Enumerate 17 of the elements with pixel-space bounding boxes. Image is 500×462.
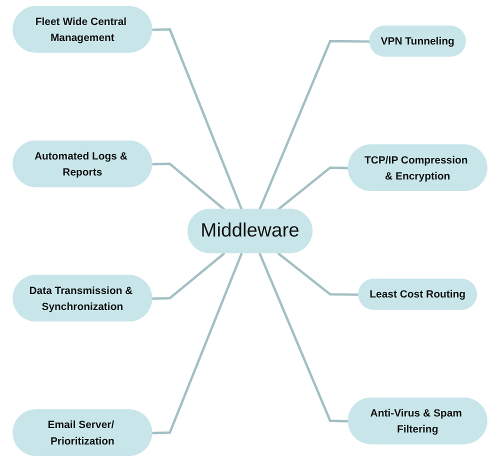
connector-line (152, 252, 226, 300)
connector-line (277, 252, 360, 296)
topic-oval: Email Server/ Prioritization (12, 409, 152, 456)
connector-line (258, 252, 349, 422)
topic-oval: Least Cost Routing (358, 278, 477, 310)
connector-line (152, 252, 243, 434)
topic-oval: VPN Tunneling (369, 26, 466, 57)
hub-oval: Middleware (188, 208, 312, 254)
connector-line (152, 28, 243, 210)
topic-oval: Anti-Virus & Spam Filtering (348, 398, 488, 444)
topic-oval: Fleet Wide Central Management (12, 6, 152, 53)
topic-oval: Automated Logs & Reports (12, 140, 152, 188)
connector-line (277, 166, 349, 211)
topic-oval: Data Transmission & Synchronization (12, 274, 152, 322)
connector-line (152, 162, 226, 211)
topic-oval: TCP/IP Compression & Encryption (348, 144, 488, 192)
connector-line (258, 40, 370, 210)
